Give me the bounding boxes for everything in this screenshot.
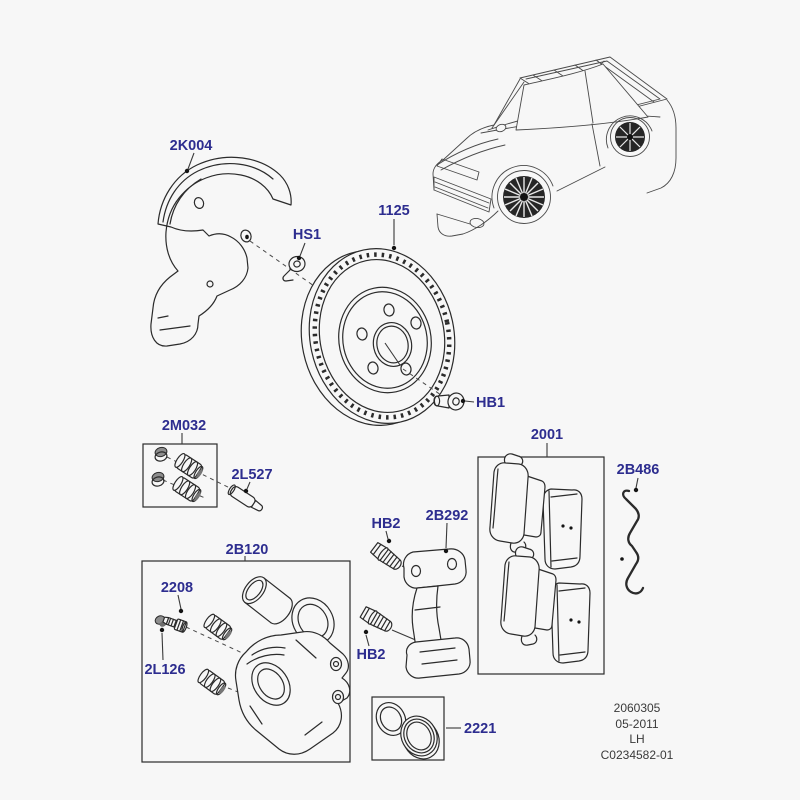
info-date: 05-2011 bbox=[615, 717, 658, 731]
caliper-body bbox=[234, 630, 351, 755]
info-part-ref: 2060305 bbox=[614, 701, 661, 715]
bolt-hb2-lower-part bbox=[358, 604, 396, 636]
callout-labels: 2K004 HS1 1125 HB1 2M032 2L527 2B120 220… bbox=[144, 138, 659, 737]
callout-wear-wire: 2B486 bbox=[617, 462, 660, 478]
callout-bleed-screw: 2208 bbox=[161, 580, 193, 596]
wear-indicator-part bbox=[620, 489, 645, 595]
seal-kit-box bbox=[371, 696, 445, 761]
caliper-piston bbox=[241, 576, 293, 625]
bleed-screw-part bbox=[162, 616, 188, 633]
brake-pads-part bbox=[477, 453, 605, 675]
callout-bleed-cap: 2L126 bbox=[144, 662, 185, 678]
front-wheel bbox=[497, 170, 551, 224]
callout-carrier: 2B292 bbox=[426, 508, 469, 524]
screw-hs1-part bbox=[282, 255, 306, 282]
callout-hb2-upper: HB2 bbox=[371, 516, 400, 532]
caliper-kit-box bbox=[141, 560, 351, 763]
seal-kit-part bbox=[371, 696, 445, 761]
info-block: 2060305 05-2011 LH C0234582-01 bbox=[601, 701, 674, 762]
callout-pad-kit: 2001 bbox=[531, 427, 563, 443]
callout-hb2-lower: HB2 bbox=[356, 647, 385, 663]
leader-lines bbox=[159, 152, 639, 729]
callout-hs1: HS1 bbox=[293, 227, 321, 243]
callout-pin-kit: 2M032 bbox=[162, 418, 206, 434]
info-drawing-no: C0234582-01 bbox=[601, 748, 674, 762]
callout-shield: 2K004 bbox=[170, 138, 213, 154]
caliper-kit-part bbox=[141, 560, 351, 763]
rear-wheel bbox=[610, 117, 650, 157]
pad-kit-box bbox=[477, 456, 605, 675]
bolt-hb2-upper-part bbox=[369, 540, 405, 574]
callout-caliper-kit: 2B120 bbox=[226, 542, 269, 558]
info-side: LH bbox=[629, 732, 644, 746]
carrier-part bbox=[391, 548, 471, 679]
callout-hb1: HB1 bbox=[476, 395, 505, 411]
callout-guide-pin: 2L527 bbox=[231, 467, 272, 483]
vehicle-illustration bbox=[432, 56, 677, 237]
guide-pin-kit-box bbox=[142, 443, 218, 508]
brake-disc-part bbox=[300, 248, 456, 426]
callout-disc: 1125 bbox=[378, 203, 409, 219]
screw-hb1-part bbox=[433, 392, 465, 411]
callout-seal-kit: 2221 bbox=[464, 721, 496, 737]
guide-pin-part bbox=[227, 484, 264, 512]
guide-pin-kit-part bbox=[142, 443, 241, 508]
